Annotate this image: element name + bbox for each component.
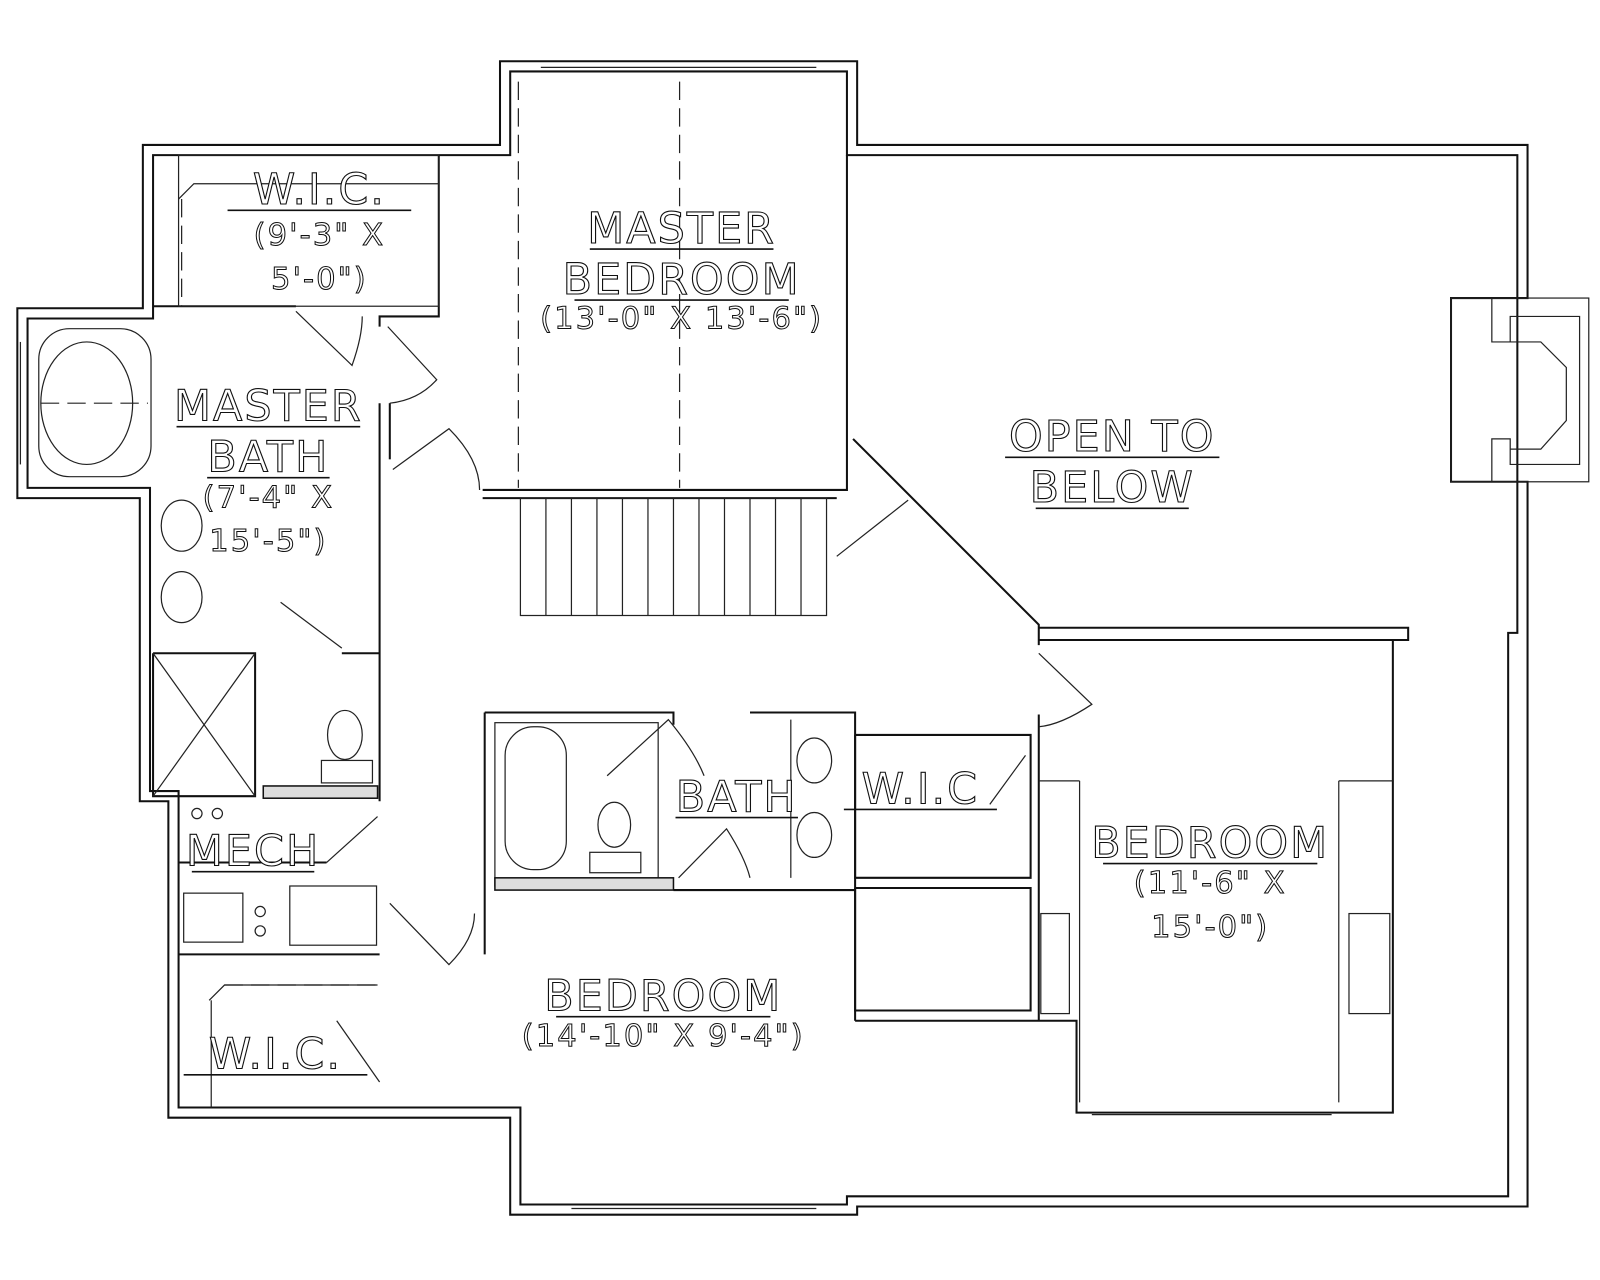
room-dimensions: (11'-6" X <box>1134 866 1287 901</box>
room-dimensions: (7'-4" X <box>203 480 334 515</box>
room-name: BELOW <box>1030 463 1195 513</box>
room-dimensions: (13'-0" X 13'-6") <box>540 302 823 337</box>
sink <box>160 499 203 552</box>
room-name: W.I.C. <box>253 165 386 215</box>
room-name: MECH <box>186 827 320 877</box>
bathtub <box>38 328 152 478</box>
room-label-bedroom-right: BEDROOM(11'-6" X 15'-0") <box>1091 818 1329 946</box>
room-name: MASTER <box>587 204 776 254</box>
sink <box>796 737 833 784</box>
room-label-wic-master: W.I.C.(9'-3" X 5'-0") <box>227 165 412 297</box>
room-dimensions: 15'-5") <box>209 524 327 559</box>
room-dimensions: 15'-0") <box>1151 910 1269 945</box>
room-name: W.I.C. <box>209 1030 342 1080</box>
room-name: BATH <box>207 433 329 483</box>
exterior-walls <box>16 60 1590 1216</box>
room-name: BEDROOM <box>544 972 782 1022</box>
room-name: BEDROOM <box>1091 818 1329 868</box>
stairs <box>519 497 828 617</box>
sink <box>160 570 203 624</box>
toilet <box>597 801 632 848</box>
toilet <box>326 709 363 761</box>
fixtures <box>38 328 833 937</box>
room-label-wic-middle: W.I.C <box>843 764 997 815</box>
room-label-mech: MECH <box>185 826 320 877</box>
room-dimensions: (9'-3" X <box>254 218 385 253</box>
doors <box>280 310 1093 1083</box>
room-name: W.I.C <box>862 764 979 814</box>
fireplace <box>1450 297 1590 483</box>
room-label-wic-bottom: W.I.C. <box>183 1029 368 1080</box>
room-dimensions: 5'-0") <box>271 262 368 297</box>
room-name: MASTER <box>174 382 363 432</box>
room-label-bedroom-bottom: BEDROOM(14'-10" X 9'-4") <box>521 971 805 1055</box>
room-name: BEDROOM <box>563 255 801 305</box>
interior-walls <box>152 81 1410 1114</box>
room-dimensions: (14'-10" X 9'-4") <box>522 1019 805 1054</box>
room-name: BATH <box>676 772 798 822</box>
room-name: OPEN TO <box>1009 412 1216 462</box>
sink <box>796 811 833 859</box>
bathtub <box>504 726 567 871</box>
room-label-bath: BATH <box>675 772 798 823</box>
room-labels: W.I.C.(9'-3" X5'-0")MASTERBEDROOM(13'-0"… <box>173 165 1329 1081</box>
